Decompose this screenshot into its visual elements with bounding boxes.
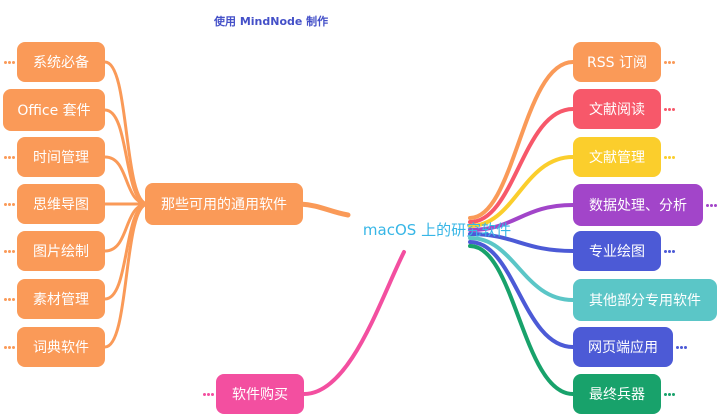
branch-line	[468, 203, 575, 232]
node-label: 软件购买	[232, 387, 288, 403]
collapse-dots-icon[interactable]	[676, 343, 687, 351]
collapse-dots-icon[interactable]	[706, 201, 717, 209]
node-label: 素材管理	[33, 292, 89, 308]
collapse-dots-icon[interactable]	[664, 153, 675, 161]
branch-line	[468, 60, 575, 220]
left-hub-label: 那些可用的通用软件	[161, 197, 287, 213]
left-node-dictionary[interactable]: 词典软件	[17, 327, 105, 367]
branch-line	[468, 155, 575, 228]
node-label: 文献阅读	[589, 102, 645, 118]
credit-text: 使用 MindNode 制作	[214, 15, 329, 28]
branch-line	[103, 108, 150, 206]
right-node-ultimate-weapon[interactable]: 最终兵器	[573, 374, 661, 414]
right-node-professional-plotting[interactable]: 专业绘图	[573, 231, 661, 271]
branch-line	[302, 250, 406, 396]
collapse-dots-icon[interactable]	[664, 390, 675, 398]
left-node-system-essentials[interactable]: 系统必备	[17, 42, 105, 82]
branch-line	[468, 107, 575, 224]
root-node-label: macOS 上的研究软件	[362, 220, 512, 239]
right-node-web-apps[interactable]: 网页端应用	[573, 327, 673, 367]
branch-line	[468, 244, 575, 396]
left-node-image-drawing[interactable]: 图片绘制	[17, 231, 105, 271]
branch-line	[468, 232, 575, 253]
left-node-office-suite[interactable]: Office 套件	[3, 89, 105, 131]
branch-line	[468, 240, 575, 349]
right-node-paper-reading[interactable]: 文献阅读	[573, 89, 661, 129]
branch-line	[103, 202, 150, 349]
node-label: Office 套件	[17, 103, 91, 119]
collapse-dots-icon[interactable]	[203, 390, 214, 398]
node-label: 系统必备	[33, 55, 89, 71]
right-node-rss[interactable]: RSS 订阅	[573, 42, 661, 82]
branch-line	[468, 236, 575, 302]
collapse-dots-icon[interactable]	[4, 343, 15, 351]
node-label: 图片绘制	[33, 244, 89, 260]
bottom-node-software-purchase[interactable]: 软件购买	[216, 374, 304, 414]
collapse-dots-icon[interactable]	[4, 58, 15, 66]
left-node-mind-mapping[interactable]: 思维导图	[17, 184, 105, 224]
right-node-reference-management[interactable]: 文献管理	[573, 137, 661, 177]
collapse-dots-icon[interactable]	[4, 247, 15, 255]
branch-line	[297, 201, 351, 218]
collapse-dots-icon[interactable]	[4, 153, 15, 161]
node-label: RSS 订阅	[587, 55, 647, 71]
left-node-time-management[interactable]: 时间管理	[17, 137, 105, 177]
node-label: 思维导图	[33, 197, 89, 213]
root-node[interactable]: macOS 上的研究软件	[348, 216, 526, 242]
right-node-other-special-software[interactable]: 其他部分专用软件	[573, 279, 717, 321]
node-label: 专业绘图	[589, 244, 645, 260]
node-label: 网页端应用	[588, 340, 658, 356]
node-label: 文献管理	[589, 150, 645, 166]
node-label: 时间管理	[33, 150, 89, 166]
left-hub-node[interactable]: 那些可用的通用软件	[145, 183, 303, 225]
collapse-dots-icon[interactable]	[664, 247, 675, 255]
right-node-data-analysis[interactable]: 数据处理、分析	[573, 184, 703, 226]
node-label: 词典软件	[33, 340, 89, 356]
collapse-dots-icon[interactable]	[4, 295, 15, 303]
node-label: 最终兵器	[589, 387, 645, 403]
node-label: 其他部分专用软件	[589, 293, 701, 309]
left-node-asset-management[interactable]: 素材管理	[17, 279, 105, 319]
node-label: 数据处理、分析	[589, 198, 687, 214]
collapse-dots-icon[interactable]	[4, 200, 15, 208]
collapse-dots-icon[interactable]	[664, 58, 675, 66]
collapse-dots-icon[interactable]	[664, 105, 675, 113]
